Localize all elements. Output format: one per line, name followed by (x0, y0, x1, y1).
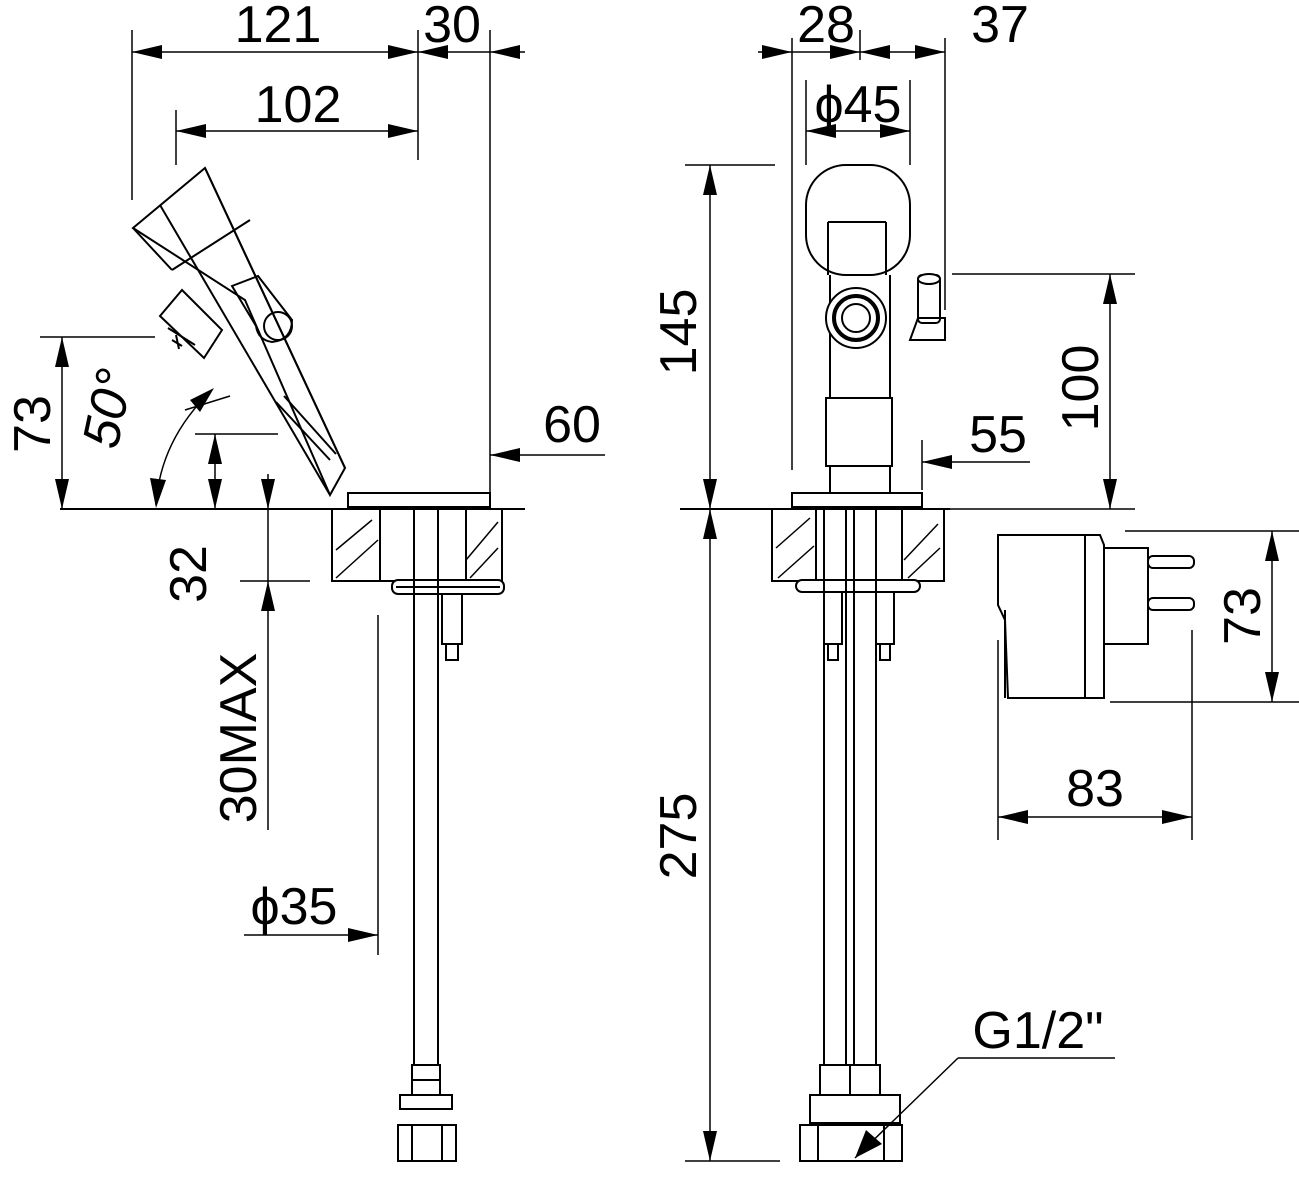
dim-30: 30 (423, 0, 481, 54)
dim-phi45: ϕ45 (815, 76, 902, 134)
dim-28: 28 (797, 0, 855, 54)
dim-100: 100 (1052, 345, 1110, 432)
dim-phi35: ϕ35 (251, 878, 338, 936)
dim-145: 145 (650, 289, 708, 376)
dim-73-adapter: 73 (1214, 587, 1272, 645)
side-view (40, 30, 605, 1162)
dim-30max: 30MAX (210, 653, 268, 824)
dim-60: 60 (543, 396, 601, 454)
front-view (680, 30, 1135, 1162)
dim-55: 55 (969, 406, 1027, 464)
dim-102: 102 (255, 76, 342, 134)
dim-32: 32 (160, 545, 218, 603)
dim-angle: 50° (72, 364, 145, 453)
dim-73-side: 73 (4, 395, 62, 453)
dim-121: 121 (235, 0, 322, 54)
dim-37: 37 (971, 0, 1029, 54)
power-adapter (997, 530, 1299, 840)
dim-275: 275 (650, 793, 708, 880)
dim-83: 83 (1066, 760, 1124, 818)
thread-label: G1/2" (972, 1002, 1103, 1060)
